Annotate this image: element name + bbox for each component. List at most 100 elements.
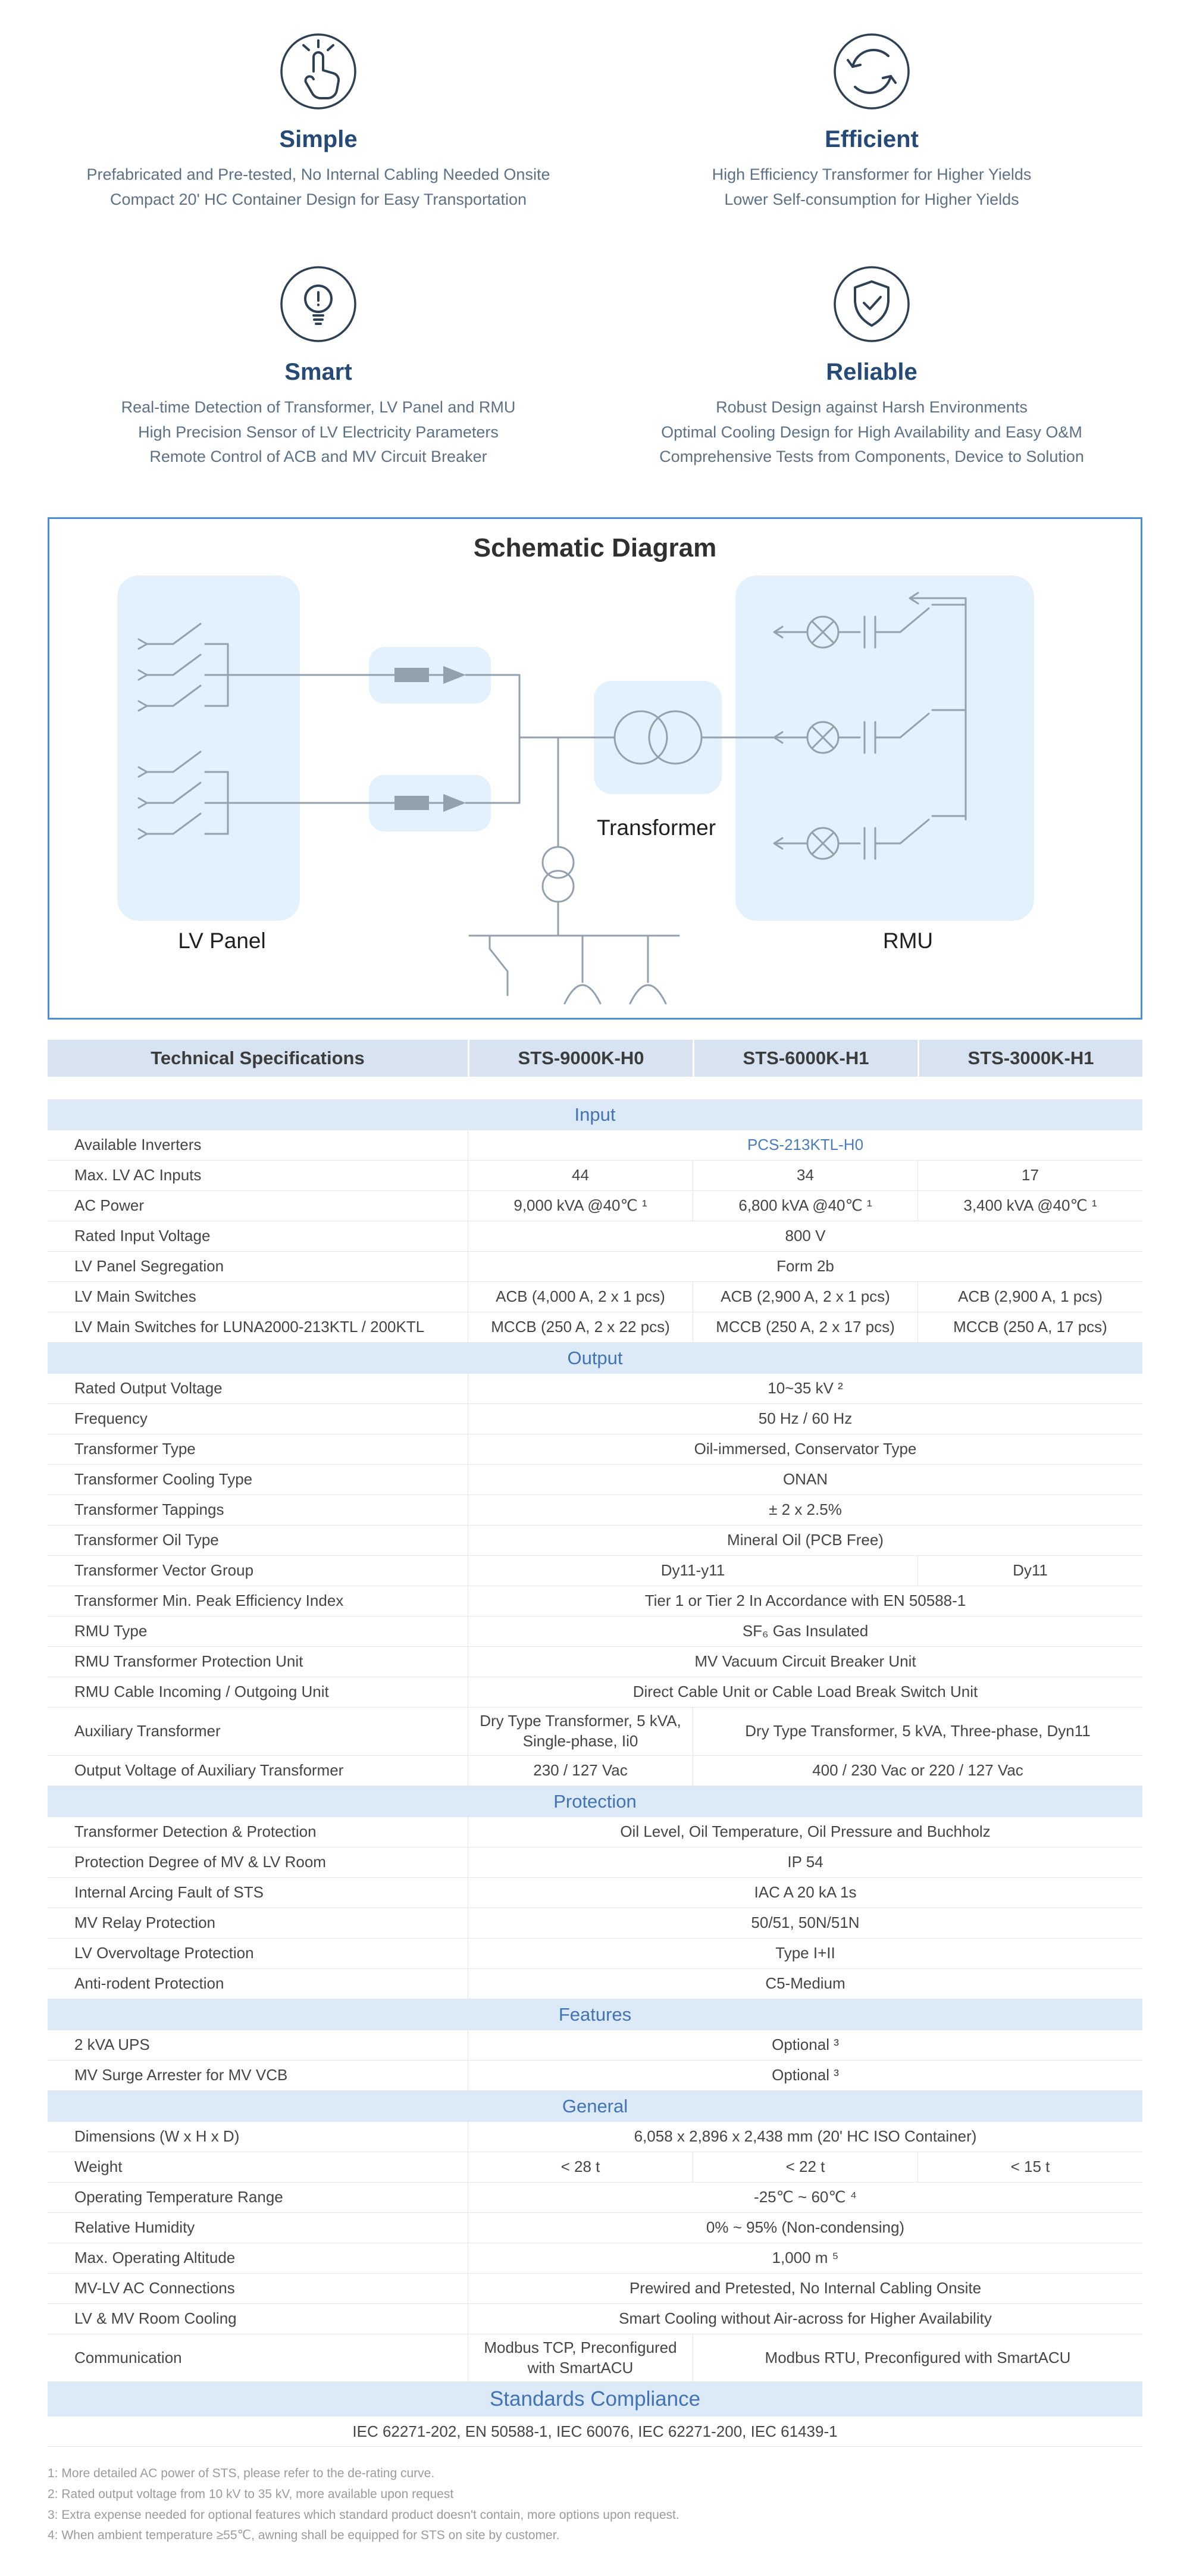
section-header-output: Output <box>48 1343 1142 1374</box>
feature-line: Remote Control of ACB and MV Circuit Bre… <box>149 448 487 466</box>
feature-title: Smart <box>284 358 352 385</box>
row-label: Weight <box>74 2157 123 2175</box>
available-inverters-link[interactable]: PCS-213KTL-H0 <box>468 1130 1142 1161</box>
feature-line: Optimal Cooling Design for High Availabi… <box>661 423 1082 441</box>
row-label: MV Relay Protection <box>74 1913 215 1931</box>
footnote: 3: Extra expense needed for optional fea… <box>48 2508 679 2522</box>
feature-lines: Robust Design against Harsh Environments… <box>595 395 1148 470</box>
footnote: 1: More detailed AC power of STS, please… <box>48 2466 435 2481</box>
section-header-general: General <box>48 2090 1142 2122</box>
row-label: Transformer Min. Peak Efficiency Index <box>74 1592 344 1610</box>
shield-check-icon <box>595 265 1148 343</box>
feature-line: Comprehensive Tests from Components, Dev… <box>659 448 1084 466</box>
row-label: Transformer Cooling Type <box>74 1470 253 1489</box>
row-value: Type I+II <box>468 1938 1142 1968</box>
feature-title: Reliable <box>826 358 917 385</box>
table-row: LV Main Switches for LUNA2000-213KTL / 2… <box>48 1312 1142 1343</box>
row-label: Transformer Oil Type <box>74 1531 219 1549</box>
row-label: LV Main Switches for LUNA2000-213KTL / 2… <box>74 1318 425 1336</box>
row-label: Rated Output Voltage <box>74 1379 223 1398</box>
row-value: Form 2b <box>468 1252 1142 1282</box>
row-value: 0% ~ 95% (Non-condensing) <box>468 2212 1142 2243</box>
transformer-label: Transformer <box>596 815 716 840</box>
row-label: Frequency <box>74 1409 148 1428</box>
row-value: 3,400 kVA @40℃ ¹ <box>917 1191 1142 1221</box>
row-label: Anti-rodent Protection <box>74 1974 224 1992</box>
row-label: LV Overvoltage Protection <box>74 1943 254 1962</box>
row-label: Operating Temperature Range <box>74 2187 283 2206</box>
row-value: ONAN <box>468 1465 1142 1495</box>
feature-line: High Precision Sensor of LV Electricity … <box>138 423 499 441</box>
feature-smart: Smart Real-time Detection of Transformer… <box>42 265 595 470</box>
row-label: Protection Degree of MV & LV Room <box>74 1852 326 1871</box>
row-value: 44 <box>468 1161 693 1191</box>
section-header-features: Features <box>48 1999 1142 2030</box>
row-value: 50/51, 50N/51N <box>468 1908 1142 1938</box>
feature-line: Real-time Detection of Transformer, LV P… <box>121 398 516 416</box>
row-value: Mineral Oil (PCB Free) <box>468 1525 1142 1556</box>
schematic-section: Schematic Diagram <box>48 517 1142 1020</box>
row-value: -25℃ ~ 60℃ ⁴ <box>468 2182 1142 2212</box>
row-value: 34 <box>693 1161 917 1191</box>
row-value: IP 54 <box>468 1847 1142 1877</box>
transformer-symbol <box>613 710 774 765</box>
section-header-protection: Protection <box>48 1786 1142 1817</box>
row-label: Dimensions (W x H x D) <box>74 2127 240 2145</box>
table-row: Frequency 50 Hz / 60 Hz <box>48 1404 1142 1435</box>
footnote: 4: When ambient temperature ≥55℃, awning… <box>48 2528 560 2543</box>
feature-simple: Simple Prefabricated and Pre-tested, No … <box>42 32 595 212</box>
row-value: 17 <box>917 1161 1142 1191</box>
row-value: 50 Hz / 60 Hz <box>468 1404 1142 1434</box>
row-label: Max. LV AC Inputs <box>74 1166 202 1184</box>
row-value: 1,000 m ⁵ <box>468 2243 1142 2273</box>
row-label: Transformer Tappings <box>74 1500 224 1519</box>
model-column-sts-9000k-h0: STS-9000K-H0 <box>468 1040 693 1077</box>
aux-transformer-symbols <box>468 736 680 1005</box>
row-value: 400 / 230 Vac or 220 / 127 Vac <box>693 1755 1142 1786</box>
spec-header-title: Technical Specifications <box>151 1048 365 1069</box>
row-label: Available Inverters <box>74 1136 202 1154</box>
row-value: C5-Medium <box>468 1968 1142 1999</box>
schematic-title: Schematic Diagram <box>473 533 717 563</box>
row-value: < 15 t <box>917 2152 1142 2182</box>
row-label: 2 kVA UPS <box>74 2035 150 2053</box>
model-column-sts-3000k-h1: STS-3000K-H1 <box>917 1040 1142 1077</box>
row-value: MV Vacuum Circuit Breaker Unit <box>468 1647 1142 1677</box>
table-row: Operating Temperature Range -25℃ ~ 60℃ ⁴ <box>48 2182 1142 2213</box>
row-value: IAC A 20 kA 1s <box>468 1877 1142 1908</box>
row-label: AC Power <box>74 1196 145 1215</box>
table-row: Transformer Oil Type Mineral Oil (PCB Fre… <box>48 1525 1142 1556</box>
fuse-feeders <box>227 666 616 812</box>
row-value: Direct Cable Unit or Cable Load Break Sw… <box>468 1677 1142 1708</box>
rmu-label: RMU <box>882 929 934 954</box>
row-value: 230 / 127 Vac <box>468 1755 693 1786</box>
footnote: 2: Rated output voltage from 10 kV to 35… <box>48 2487 454 2502</box>
schematic-diagram <box>117 576 1034 1005</box>
row-label: Output Voltage of Auxiliary Transformer <box>74 1761 344 1779</box>
row-label: Auxiliary Transformer <box>74 1722 221 1740</box>
feature-line: Robust Design against Harsh Environments <box>716 398 1028 416</box>
model-column-sts-6000k-h1: STS-6000K-H1 <box>693 1040 917 1077</box>
row-value: ± 2 x 2.5% <box>468 1495 1142 1525</box>
spec-table-header: Technical Specifications STS-9000K-H0 ST… <box>48 1040 1142 1077</box>
row-value: ACB (4,000 A, 2 x 1 pcs) <box>468 1282 693 1312</box>
row-value: SF₆ Gas Insulated <box>468 1617 1142 1647</box>
feature-reliable: Reliable Robust Design against Harsh Env… <box>595 265 1148 470</box>
feature-lines: Real-time Detection of Transformer, LV P… <box>42 395 595 470</box>
row-value: 800 V <box>468 1221 1142 1252</box>
row-value: Oil-immersed, Conservator Type <box>468 1434 1142 1465</box>
feature-efficient: Efficient High Efficiency Transformer fo… <box>595 32 1148 212</box>
